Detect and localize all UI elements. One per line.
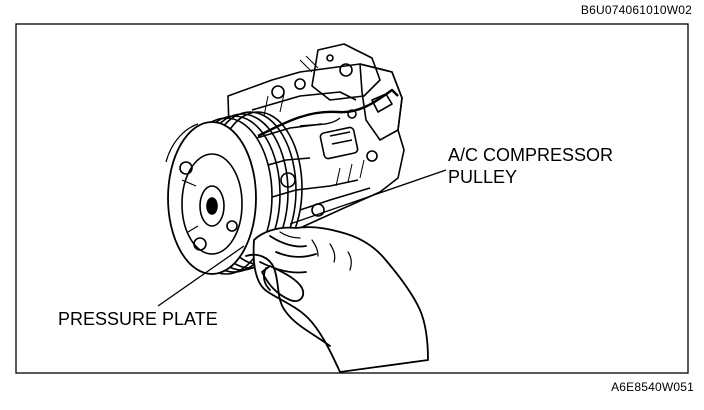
pulley-assembly <box>165 111 303 275</box>
technician-hand <box>245 226 429 373</box>
pressure-plate-leader-line <box>157 245 245 307</box>
pulley-leader-line <box>289 169 447 225</box>
figure-code-top: B6U074061010W02 <box>580 3 692 17</box>
callout-pulley-line1: A/C COMPRESSOR <box>448 145 614 165</box>
leader-lines <box>157 169 447 307</box>
callout-compressor-pulley: A/C COMPRESSOR PULLEY <box>448 144 613 188</box>
callout-pulley-line2: PULLEY <box>448 167 518 187</box>
callout-pressure-plate: PRESSURE PLATE <box>58 309 218 329</box>
diagram-frame <box>15 23 689 374</box>
figure-code-bottom: A6E8540W051 <box>611 380 694 394</box>
